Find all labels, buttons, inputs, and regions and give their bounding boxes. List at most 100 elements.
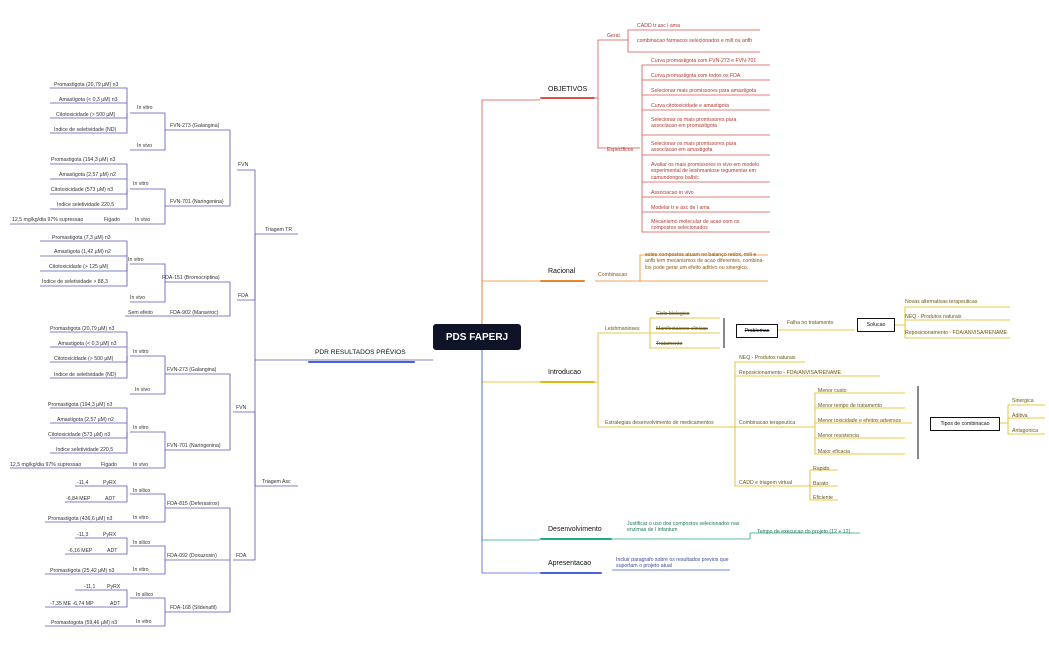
result-item[interactable]: Promastogota (59,46 µM) n3	[51, 620, 118, 626]
insilico[interactable]: In silico	[136, 592, 154, 598]
result-item[interactable]: Promastigota (436,6 µM) n3	[48, 516, 113, 522]
especifico-item[interactable]: Selecionar mais promissores para amastig…	[651, 88, 757, 94]
especifico-item[interactable]: Selecionar os mais promissores para asso…	[651, 141, 737, 154]
result-item[interactable]: Promastigota (7,3 µM) n3	[52, 235, 111, 241]
result-item[interactable]: Amastigota (2,57 µM) n2	[57, 417, 114, 423]
comb-item[interactable]: Menor resistencia	[818, 433, 859, 439]
result-item[interactable]: Citotoxicidade (573 µM) n3	[51, 187, 114, 193]
result-item[interactable]: Indice de seletividade (ND)	[54, 127, 117, 133]
invivo[interactable]: In vivo	[130, 295, 145, 301]
cadd-item[interactable]: Rapido	[813, 466, 830, 472]
result-item[interactable]: Amastigota (< 0,3 µM) n3	[58, 341, 117, 347]
objetivos-geral[interactable]: Geral	[607, 33, 620, 39]
especifico-item[interactable]: Avaliar os mais promissores in vivo em m…	[651, 162, 760, 181]
racional-combinacao[interactable]: Combinacao	[598, 272, 628, 278]
adt-label[interactable]: ADT	[107, 548, 118, 554]
leishmanioses[interactable]: Leishmanioses	[605, 326, 640, 332]
pyrx-score[interactable]: -11,3	[77, 532, 89, 538]
objetivos-especificos[interactable]: Especificos	[607, 147, 634, 153]
branch-objetivos[interactable]: OBJETIVOS	[548, 86, 588, 93]
comb-item[interactable]: Menor toxicidade e efeitos adversos	[818, 418, 902, 424]
adt-score[interactable]: -6,84 MEP	[66, 496, 91, 502]
pyrx-score[interactable]: -11,1	[84, 584, 96, 590]
leish-item[interactable]: Ciclo biologico	[656, 311, 690, 317]
asc-fvn701[interactable]: FVN-701 (Naringenina)	[167, 443, 221, 449]
tempo-execucao[interactable]: Tempo de execucao do projeto (12 + 12)	[757, 529, 851, 535]
result-item[interactable]: Amastigota (1,42 µM) n2	[54, 249, 111, 255]
invitro[interactable]: In vitro	[133, 181, 149, 187]
adt-label[interactable]: ADT	[110, 601, 121, 607]
comb-item[interactable]: Menor custo	[818, 388, 847, 394]
adt-label[interactable]: ADT	[105, 496, 116, 502]
invivo[interactable]: In vivo	[137, 143, 152, 149]
tr-fda151[interactable]: FDA-151 (Bromocriptina)	[162, 275, 220, 281]
especifico-item[interactable]: Curva citotoxicidade e amastigota	[651, 103, 729, 109]
tipo-item[interactable]: Sinergica	[1012, 398, 1034, 404]
asc-fda092[interactable]: FDA-092 (Doxazosin)	[167, 553, 217, 559]
asc-fvn[interactable]: FVN	[236, 405, 247, 411]
leish-item[interactable]: Manifestacoes clinicas	[656, 326, 708, 332]
sem-efeito[interactable]: Sem efeito	[128, 310, 153, 316]
result-item[interactable]: Citotoxicidade (> 500 µM)	[54, 356, 114, 362]
insilico[interactable]: In silico	[133, 488, 151, 494]
figado[interactable]: Figado	[101, 462, 117, 468]
vivo-result[interactable]: 12,5 mg/kg/dia 97% supressao	[12, 217, 84, 223]
result-item[interactable]: Promastigota (20,79 µM) n3	[50, 326, 115, 332]
desenvolvimento-text[interactable]: Justificar o uso dos compostos seleciona…	[627, 521, 740, 534]
estrategia-item[interactable]: Reposicionamento - FDA/ANVISA/RENAME	[739, 370, 842, 376]
invitro[interactable]: In vitro	[137, 105, 153, 111]
solucao-item[interactable]: Reposicionamento - FDA/ANVISA/RENAME	[905, 330, 1008, 336]
invitro[interactable]: In vitro	[128, 257, 144, 263]
invitro[interactable]: In vitro	[133, 349, 149, 355]
result-item[interactable]: Citotoxicidade (> 125 µM)	[49, 264, 109, 270]
geral-item[interactable]: CADD tr asc l ama	[637, 23, 680, 29]
racional-text[interactable]: estes compostos atuam no balanço redox, …	[645, 252, 765, 271]
branch-introducao[interactable]: Introducao	[548, 369, 582, 376]
tr-fvn[interactable]: FVN	[238, 162, 249, 168]
left-title[interactable]: PDR RESULTADOS PRÉVIOS	[315, 349, 406, 356]
asc-fvn273[interactable]: FVN-273 (Galangina)	[167, 367, 217, 373]
pyrx-label[interactable]: PyRX	[103, 532, 117, 538]
result-item[interactable]: Promastigota (194,3 µM) n3	[51, 157, 116, 163]
result-item[interactable]: Promastigota (20,79 µM) n3	[54, 82, 119, 88]
invivo[interactable]: In vivo	[135, 217, 150, 223]
result-item[interactable]: Amastigota (2,57 µM) n2	[59, 172, 116, 178]
result-item[interactable]: Promastigota (194,3 µM) n3	[48, 402, 113, 408]
tr-fda[interactable]: FDA	[238, 293, 249, 299]
solucao-box[interactable]: Solucao	[857, 318, 895, 332]
result-item[interactable]: Promastigota (25,42 µM) n3	[50, 568, 115, 574]
pyrx-score[interactable]: -11,4	[77, 480, 89, 486]
invitro[interactable]: In vitro	[133, 567, 149, 573]
cadd-triagem[interactable]: CADD e triagem virtual	[739, 480, 793, 486]
solucao-item[interactable]: NEQ - Produtos naturais	[905, 314, 962, 320]
tr-fvn273[interactable]: FVN-273 (Galangina)	[170, 123, 220, 129]
result-item[interactable]: Amastigota (< 0,3 µM) n3	[59, 97, 118, 103]
asc-fda168[interactable]: FDA-168 (Sildenafil)	[170, 605, 217, 611]
asc-fda[interactable]: FDA	[236, 553, 247, 559]
insilico[interactable]: In silico	[133, 540, 151, 546]
invitro[interactable]: In vitro	[136, 619, 152, 625]
result-item[interactable]: Indice seletividade 220,5	[57, 202, 115, 208]
tipo-item[interactable]: Antagonica	[1012, 428, 1038, 434]
estrategias[interactable]: Estrategias desenvolvimento de medicamen…	[605, 420, 714, 426]
tipos-combinacao-box[interactable]: Tipos de combinacao	[930, 417, 1000, 431]
apresentacao-text[interactable]: Incluir paragrafo sobre os resultados pr…	[616, 557, 729, 570]
triagem-asc[interactable]: Triagem Asc	[262, 479, 291, 485]
especifico-item[interactable]: Associacao in vivo	[651, 190, 694, 196]
problemas-box[interactable]: Problemas	[736, 324, 778, 338]
tipo-item[interactable]: Aditiva	[1012, 413, 1028, 419]
especifico-item[interactable]: Mecanismo molecular de acao com os compo…	[651, 219, 740, 232]
comb-item[interactable]: Menor tempo de tratamento	[818, 403, 883, 409]
especifico-item[interactable]: Curva promastigota com FVN-273 e FVN-701	[651, 58, 757, 64]
leish-item[interactable]: Tratamento	[656, 341, 683, 347]
comb-item[interactable]: Maior eficacia	[818, 449, 851, 455]
result-item[interactable]: Indice de seletividade (ND)	[54, 372, 117, 378]
invivo[interactable]: In vivo	[135, 387, 150, 393]
geral-item[interactable]: combinacao farmacos selecionados e milt …	[637, 38, 753, 44]
vivo-result[interactable]: 12,5 mg/kg/dia 97% supressao	[10, 462, 82, 468]
cadd-item[interactable]: Barato	[813, 481, 829, 487]
invitro[interactable]: In vitro	[133, 515, 149, 521]
figado[interactable]: Figado	[104, 217, 120, 223]
adt-score[interactable]: -6,16 MEP	[68, 548, 93, 554]
branch-apresentacao[interactable]: Apresentacao	[548, 560, 592, 567]
